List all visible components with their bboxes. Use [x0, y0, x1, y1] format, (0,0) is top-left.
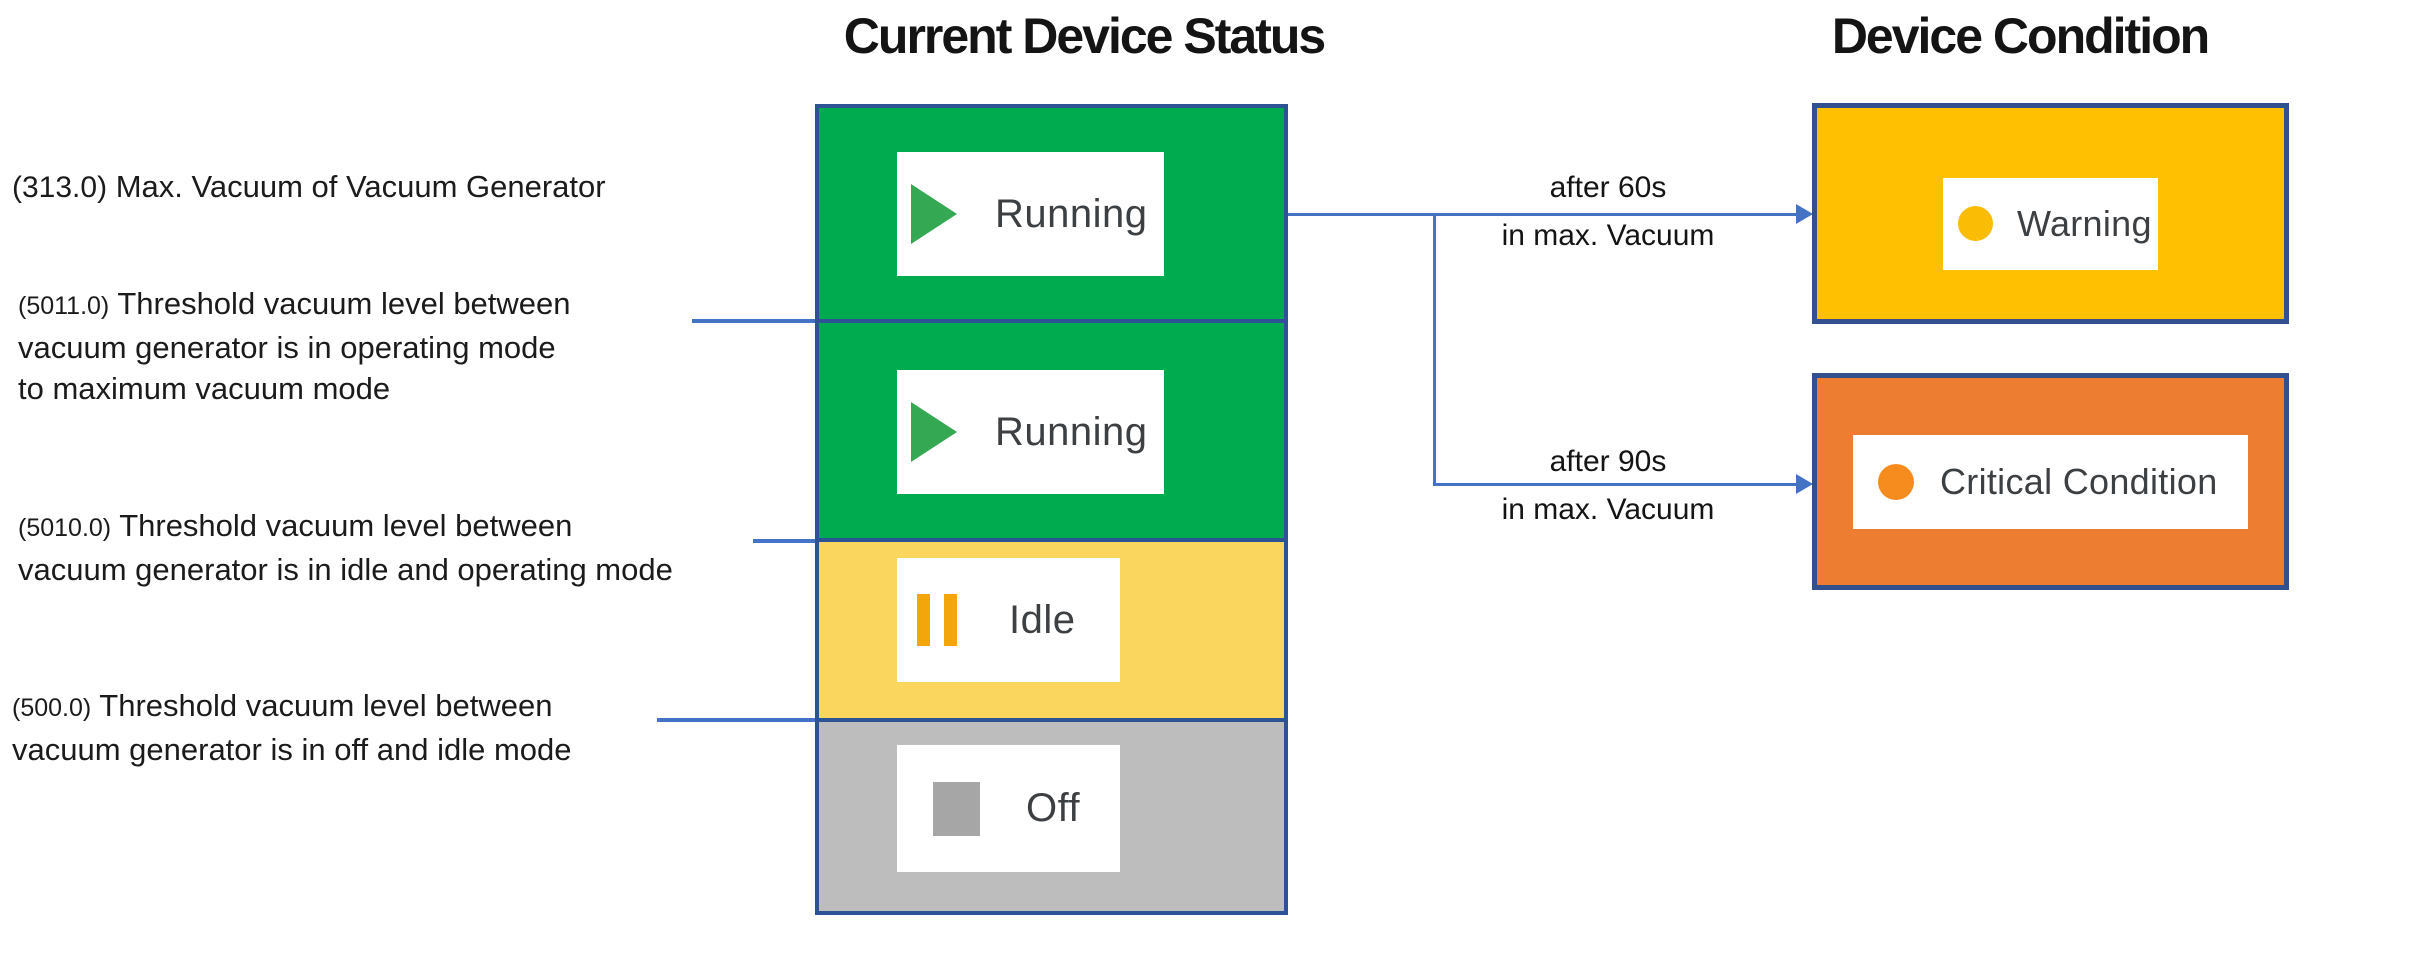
condition-box-warning: Warning: [1812, 103, 2289, 324]
play-icon: [911, 184, 957, 244]
status-label: Running: [995, 191, 1148, 236]
transition-condition: in max. Vacuum: [1501, 219, 1715, 252]
transition-condition: in max. Vacuum: [1501, 493, 1715, 526]
annotation-line: Threshold vacuum level between: [117, 286, 571, 321]
condition-label: Warning: [2017, 202, 2152, 244]
threshold-line-5010: [753, 539, 819, 543]
condition-card: Critical Condition: [1853, 434, 2248, 529]
status-card: Off: [897, 745, 1120, 872]
annotation-line: Threshold vacuum level between: [119, 508, 573, 543]
annotation-max-vacuum: (313.0) Max. Vacuum of Vacuum Generator: [12, 166, 606, 208]
arrow-to-critical: [1433, 483, 1800, 486]
threshold-value: (500.0): [12, 694, 92, 722]
threshold-value: (5010.0): [18, 514, 112, 542]
annotation-line: vacuum generator is in operating mode: [18, 330, 556, 365]
status-card: Idle: [897, 558, 1120, 682]
status-column-title: Current Device Status: [843, 8, 1326, 64]
condition-column-title: Device Condition: [1831, 8, 2210, 64]
threshold-line-500: [657, 718, 819, 722]
annotation-line: Max. Vacuum of Vacuum Generator: [115, 169, 606, 204]
annotation-threshold-5011: (5011.0) Threshold vacuum level between …: [18, 283, 571, 409]
critical-dot-icon: [1878, 463, 1914, 500]
transition-time: after 90s: [1549, 445, 1667, 478]
threshold-value: (313.0): [12, 171, 108, 204]
status-label: Off: [1026, 786, 1081, 830]
threshold-value: (5011.0): [18, 292, 110, 320]
warning-dot-icon: [1958, 206, 1993, 241]
status-column: Running Running Idle Off: [815, 104, 1288, 915]
status-row-off: Off: [819, 722, 1284, 911]
arrow-to-warning: [1288, 213, 1800, 216]
threshold-line-5011: [692, 319, 819, 323]
arrowhead-icon: [1796, 474, 1813, 494]
play-icon: [911, 402, 957, 462]
stop-icon: [933, 781, 980, 836]
arrowhead-icon: [1796, 204, 1813, 224]
annotation-line: vacuum generator is in off and idle mode: [12, 732, 572, 767]
pause-icon: [917, 594, 957, 646]
condition-label: Critical Condition: [1940, 460, 2218, 502]
annotation-threshold-500: (500.0) Threshold vacuum level between v…: [12, 685, 571, 770]
status-card: Running: [897, 370, 1164, 494]
transition-label-60s: after 60s in max. Vacuum: [1443, 170, 1773, 254]
status-card: Running: [897, 152, 1164, 276]
status-label: Running: [995, 409, 1148, 454]
annotation-line: Threshold vacuum level between: [99, 688, 553, 723]
annotation-threshold-5010: (5010.0) Threshold vacuum level between …: [18, 505, 673, 590]
status-row-idle: Idle: [819, 542, 1284, 722]
status-label: Idle: [1009, 597, 1076, 642]
transition-label-90s: after 90s in max. Vacuum: [1443, 444, 1773, 528]
annotation-line: vacuum generator is in idle and operatin…: [18, 552, 673, 587]
annotation-line: to maximum vacuum mode: [18, 371, 391, 406]
transition-time: after 60s: [1549, 171, 1667, 204]
status-row-running: Running: [819, 323, 1284, 542]
condition-box-critical: Critical Condition: [1812, 373, 2289, 590]
status-row-running-max: Running: [819, 108, 1284, 323]
arrow-branch-line: [1433, 213, 1436, 486]
condition-card: Warning: [1943, 177, 2158, 270]
